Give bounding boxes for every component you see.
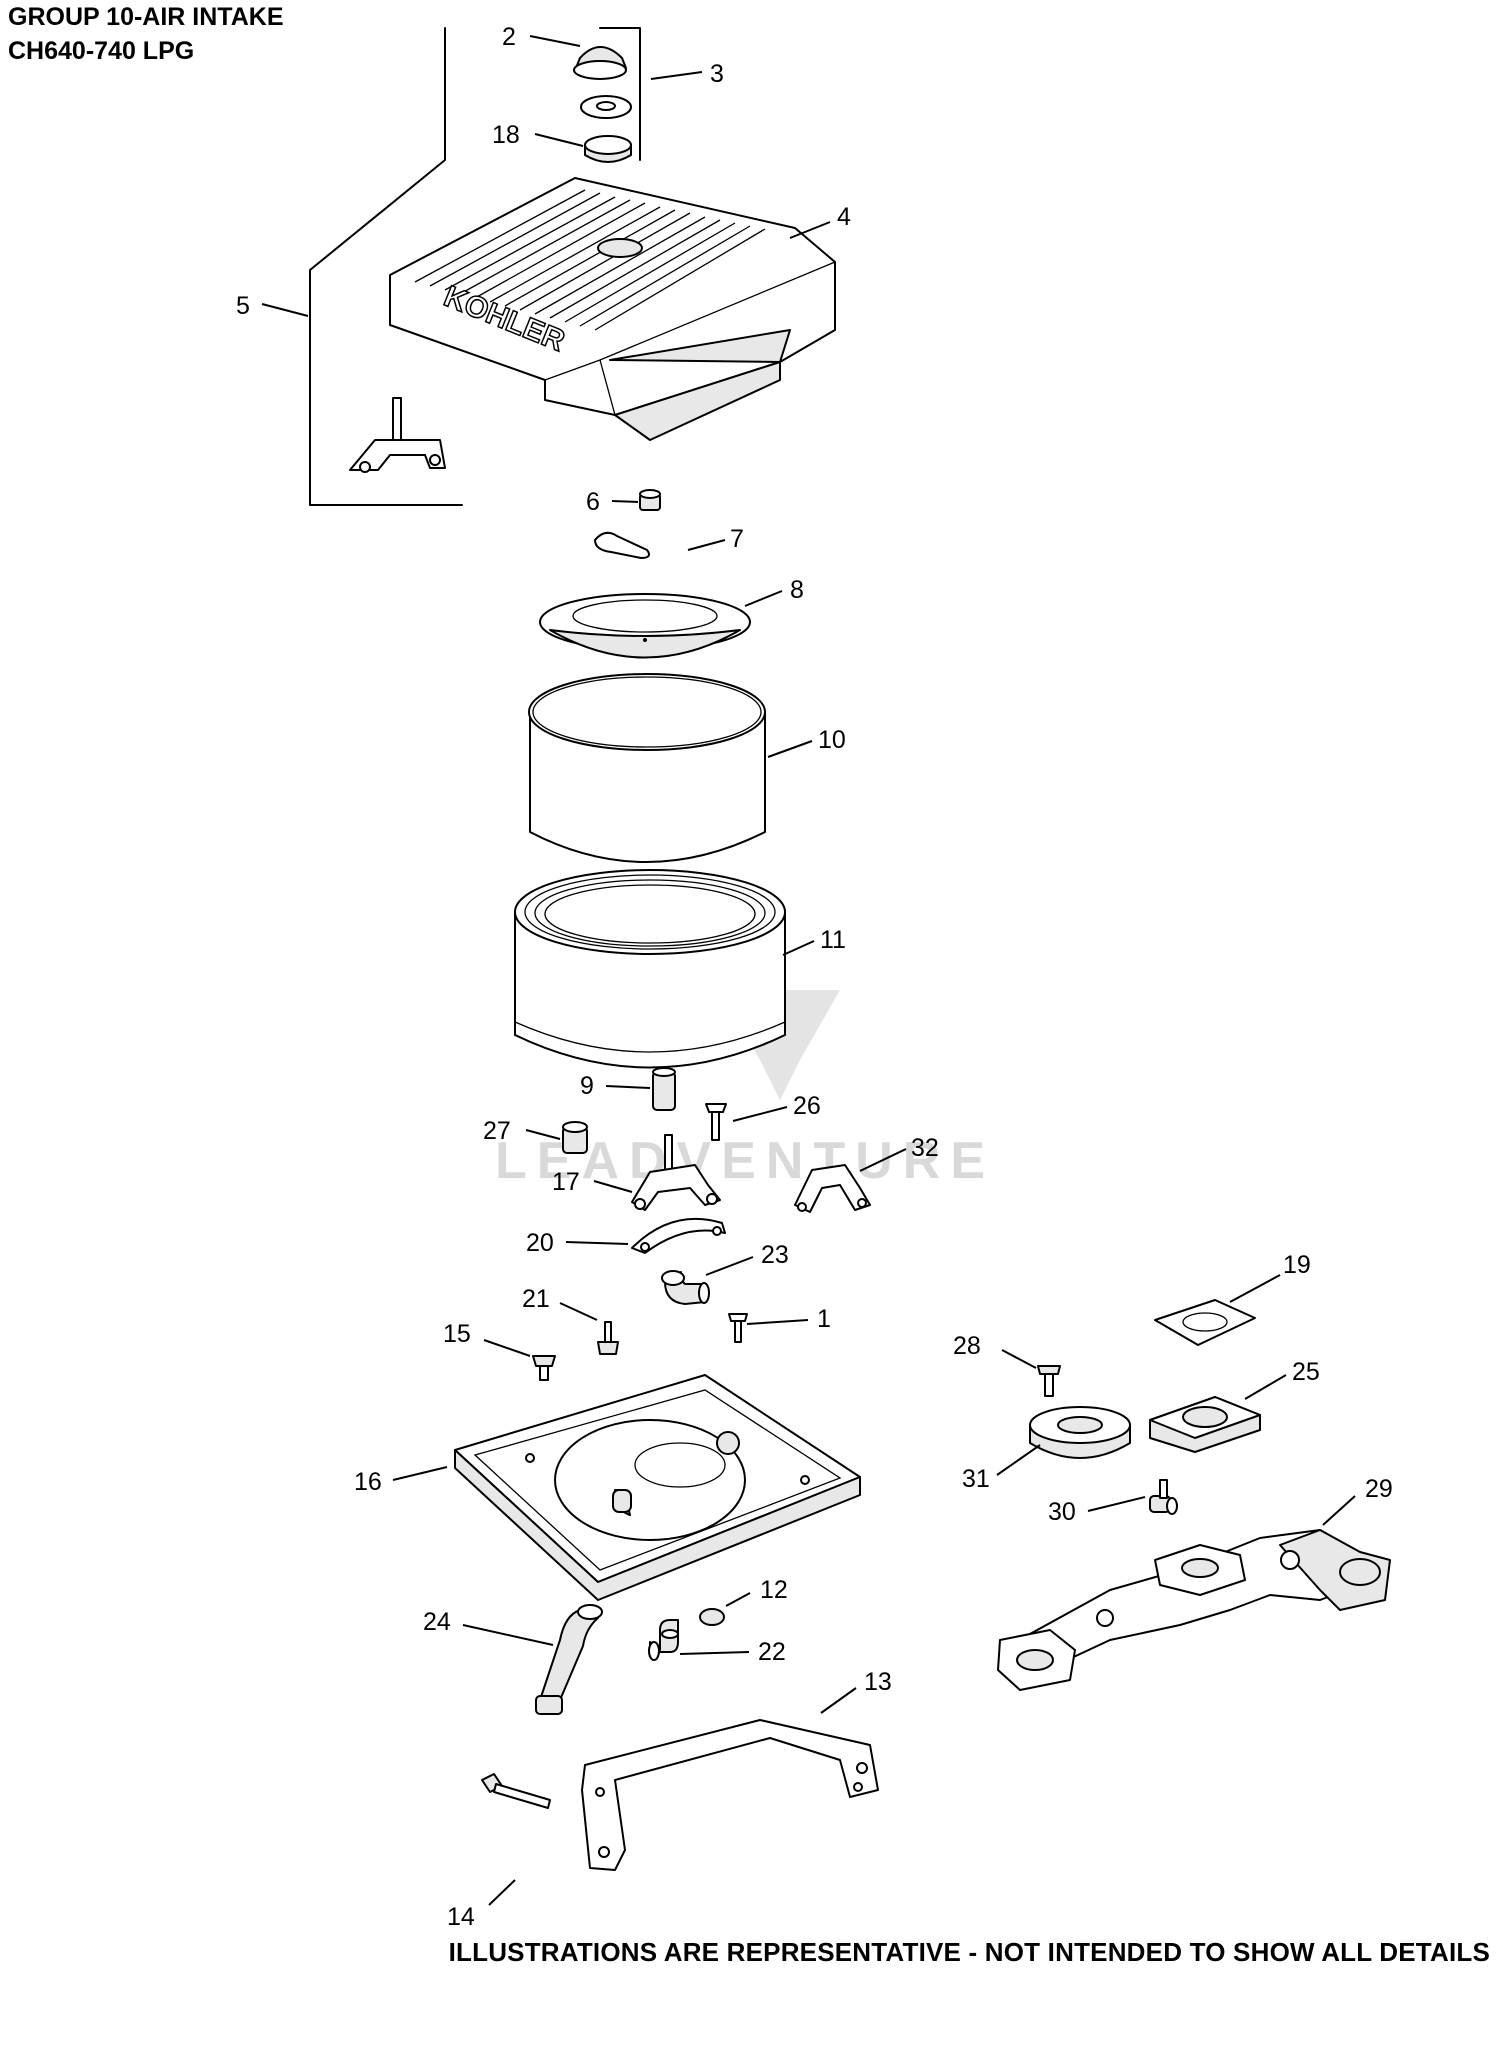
- callout-8: 8: [790, 576, 804, 604]
- callout-15: 15: [443, 1320, 471, 1348]
- callout-21: 21: [522, 1285, 550, 1313]
- part-13-support-bracket: [581, 1719, 879, 1871]
- part-1-screw: [728, 1313, 748, 1343]
- diagram-group-title: GROUP 10-AIR INTAKE: [8, 3, 284, 31]
- callout-1: 1: [817, 1305, 831, 1333]
- part-16-base: [454, 1374, 861, 1601]
- callout-3: 3: [710, 60, 724, 88]
- callout-11: 11: [820, 926, 846, 954]
- callout-24: 24: [423, 1608, 451, 1636]
- callout-30: 30: [1048, 1498, 1076, 1526]
- part-22-elbow: [648, 1619, 679, 1661]
- callout-20: 20: [526, 1229, 554, 1257]
- part-21-fitting: [597, 1321, 619, 1355]
- part-15-screw: [532, 1355, 556, 1381]
- part-19-gasket: [1154, 1299, 1256, 1346]
- diagram-model-title: CH640-740 LPG: [8, 37, 195, 65]
- callout-26: 26: [793, 1092, 821, 1120]
- callout-28: 28: [953, 1332, 981, 1360]
- callout-13: 13: [864, 1668, 892, 1696]
- part-32-bracket: [794, 1164, 871, 1213]
- part-8-cover-plate: [539, 593, 751, 659]
- callout-14: 14: [447, 1903, 475, 1931]
- callout-6: 6: [586, 488, 600, 516]
- callout-5: 5: [236, 292, 250, 320]
- part-23-elbow: [661, 1270, 710, 1305]
- callout-22: 22: [758, 1638, 786, 1666]
- part-5-bracket: [349, 397, 446, 473]
- part-27-spacer: [562, 1121, 588, 1154]
- callout-29: 29: [1365, 1475, 1393, 1503]
- callout-12: 12: [760, 1576, 788, 1604]
- part-18-seal: [584, 135, 632, 163]
- callout-25: 25: [1292, 1358, 1320, 1386]
- callout-7: 7: [730, 525, 744, 553]
- callout-19: 19: [1283, 1251, 1311, 1279]
- callout-numbers: 2 3 18 4 5 6 7 8 10 11 9 26 27 32 17 20 …: [236, 23, 1393, 1931]
- part-24-hose: [535, 1604, 603, 1715]
- callout-23: 23: [761, 1241, 789, 1269]
- part-6-spacer: [639, 489, 661, 511]
- callout-4: 4: [837, 203, 851, 231]
- part-2-knob: [573, 46, 627, 80]
- part-7-wing-nut: [594, 531, 650, 559]
- callout-27: 27: [483, 1117, 511, 1145]
- part-26-screw: [705, 1103, 727, 1141]
- part-14-bolt: [481, 1773, 551, 1809]
- callout-2: 2: [502, 23, 516, 51]
- callout-17: 17: [552, 1168, 580, 1196]
- callout-10: 10: [818, 726, 846, 754]
- callout-9: 9: [580, 1072, 594, 1100]
- part-28-screw: [1037, 1365, 1061, 1397]
- part-17-bracket: [631, 1134, 721, 1211]
- part-12-grommet: [699, 1608, 725, 1626]
- part-29-intake-manifold: [997, 1529, 1391, 1691]
- bracket-3: [599, 27, 641, 161]
- part-20-gasket: [631, 1217, 726, 1254]
- part-25-adapter: [1149, 1396, 1261, 1453]
- callout-18: 18: [492, 121, 520, 149]
- part-4-cover: KOHLER: [389, 177, 836, 441]
- bracket-5: [309, 27, 463, 506]
- callout-32: 32: [911, 1134, 939, 1162]
- part-31-spacer-ring: [1029, 1406, 1131, 1459]
- leader-lines: [261, 35, 1356, 1906]
- part-11-filter-element: [514, 869, 786, 1069]
- callout-16: 16: [354, 1468, 382, 1496]
- part-3-washer: [580, 95, 632, 119]
- callout-31: 31: [962, 1465, 990, 1493]
- part-30-fitting: [1149, 1479, 1178, 1515]
- part-9-spacer: [652, 1067, 676, 1111]
- part-10-precleaner: [528, 673, 766, 863]
- disclaimer-note: ILLUSTRATIONS ARE REPRESENTATIVE - NOT I…: [448, 1937, 1490, 1967]
